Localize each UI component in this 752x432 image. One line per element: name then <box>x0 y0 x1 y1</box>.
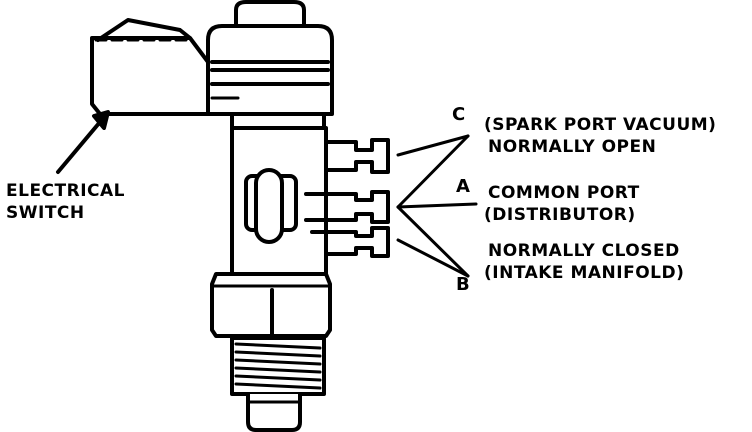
electrical-switch-leader <box>56 110 110 174</box>
port-a-letter: A <box>456 176 471 197</box>
port-c <box>324 138 390 174</box>
port-c-letter: C <box>452 104 466 125</box>
electrical-switch-connector <box>90 18 210 116</box>
hex-nut <box>210 272 332 338</box>
port-a <box>304 190 390 224</box>
electrical-switch-label-line2: SWITCH <box>6 203 85 223</box>
port-b-label-line1: NORMALLY CLOSED <box>488 241 680 261</box>
collar <box>230 112 326 130</box>
port-b-label-line2: (INTAKE MANIFOLD) <box>484 263 685 283</box>
threaded-stem <box>230 336 326 396</box>
stem-tip <box>246 392 302 432</box>
upper-body <box>206 24 334 116</box>
port-c-label-line1: (SPARK PORT VACUUM) <box>484 115 717 135</box>
port-b <box>310 226 390 258</box>
lower-body <box>230 126 328 276</box>
electrical-switch-label-line1: ELECTRICAL <box>6 181 126 201</box>
port-leader-lines <box>396 134 478 278</box>
port-c-label-line2: NORMALLY OPEN <box>488 137 657 157</box>
port-a-label-line2: (DISTRIBUTOR) <box>484 205 636 225</box>
port-a-label-line1: COMMON PORT <box>488 183 640 203</box>
top-cap <box>234 0 306 30</box>
port-b-letter: B <box>456 274 471 295</box>
